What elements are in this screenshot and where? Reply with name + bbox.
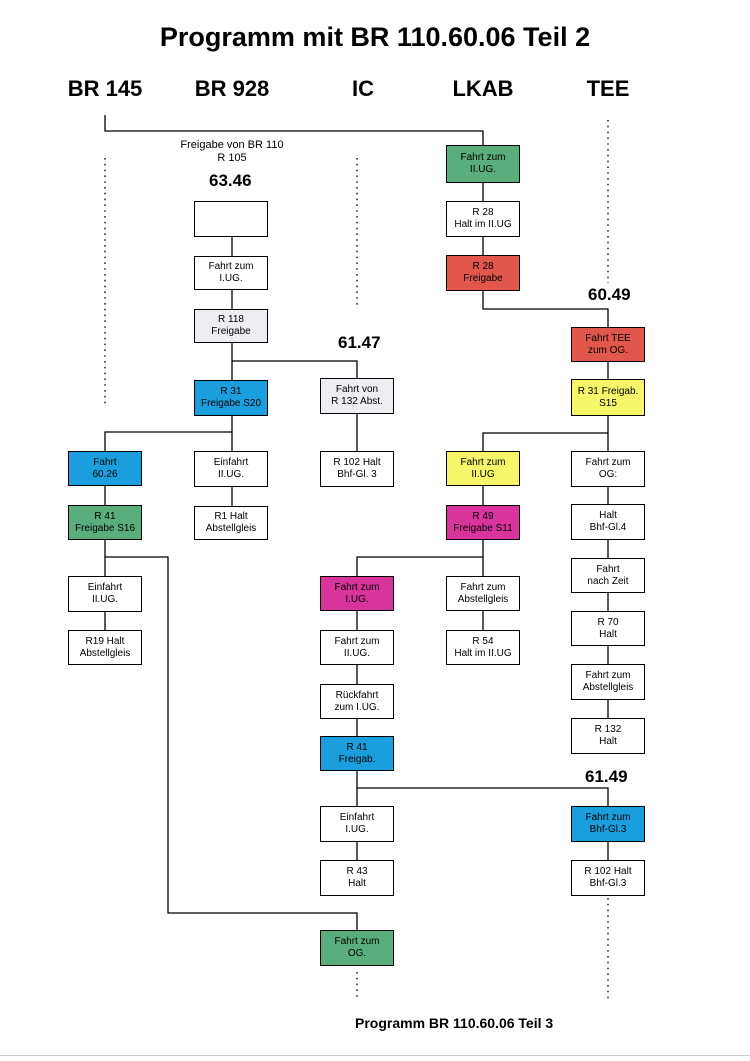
box-928-empty (194, 201, 268, 237)
box-tee-halt-gl4: Halt Bhf-Gl.4 (571, 504, 645, 540)
column-header-tee: TEE (586, 76, 630, 101)
box-928-fahrt-iug: Fahrt zum I.UG. (194, 256, 268, 290)
box-928-r1: R1 Halt Abstellgleis (194, 506, 268, 540)
box-lkab-fahrt-abstellgleis: Fahrt zum Abstellgleis (446, 576, 520, 611)
box-lkab-r49: R 49 Freigabe S11 (446, 505, 520, 540)
box-ic-r102: R 102 Halt Bhf-Gl. 3 (320, 451, 394, 487)
box-lkab-r28-halt: R 28 Halt im II.UG (446, 201, 520, 237)
footer-next-part: Programm BR 110.60.06 Teil 3 (355, 1015, 554, 1031)
box-lkab-fahrt-iiug: Fahrt zum II.UG. (446, 145, 520, 183)
release-note: Freigabe von BR 110 R 105 (152, 139, 312, 165)
number-61-49: 61.49 (585, 767, 628, 786)
box-lkab-r54: R 54 Halt im II.UG (446, 630, 520, 665)
box-tee-r132: R 132 Halt (571, 718, 645, 754)
box-928-r31: R 31 Freigabe S20 (194, 380, 268, 416)
release-note-line1: Freigabe von BR 110 (180, 139, 284, 151)
box-tee-r102: R 102 Halt Bhf-Gl.3 (571, 860, 645, 896)
number-63-46: 63.46 (209, 171, 252, 190)
page-title: Programm mit BR 110.60.06 Teil 2 (159, 22, 591, 52)
box-145-r19: R19 Halt Abstellgleis (68, 630, 142, 665)
box-ic-fahrt-iug: Fahrt zum I.UG. (320, 576, 394, 611)
box-lkab-r28-freigabe: R 28 Freigabe (446, 255, 520, 291)
bottom-divider (0, 1055, 750, 1056)
box-tee-fahrt-zeit: Fahrt nach Zeit (571, 558, 645, 593)
column-header-br145: BR 145 (67, 76, 143, 101)
box-tee-fahrt-abstellgleis: Fahrt zum Abstellgleis (571, 664, 645, 700)
box-ic-fahrt-von: Fahrt von R 132 Abst. (320, 378, 394, 414)
box-ic-einfahrt: Einfahrt I.UG. (320, 806, 394, 842)
connector-start (104, 115, 484, 145)
release-note-line2: R 105 (217, 152, 247, 164)
number-61-47: 61.47 (338, 333, 381, 352)
box-ic-rueckfahrt: Rückfahrt zum I.UG. (320, 684, 394, 719)
box-tee-r70: R 70 Halt (571, 611, 645, 646)
box-ic-fahrt-og: Fahrt zum OG. (320, 930, 394, 966)
box-ic-r41: R 41 Freigab. (320, 736, 394, 771)
box-ic-fahrt-iiug: Fahrt zum II.UG. (320, 630, 394, 665)
box-tee-fahrt-gl3: Fahrt zum Bhf-Gl.3 (571, 806, 645, 842)
box-tee-fahrt-og: Fahrt zum OG: (571, 451, 645, 487)
box-tee-r31: R 31 Freigab. S15 (571, 379, 645, 416)
column-header-br928: BR 928 (194, 76, 270, 101)
box-145-fahrt: Fahrt 60.26 (68, 451, 142, 486)
column-header-ic: IC (352, 76, 374, 101)
number-60-49: 60.49 (588, 285, 631, 304)
box-145-r41: R 41 Freigabe S16 (68, 505, 142, 540)
box-lkab-fahrt-iiug-2: Fahrt zum II.UG (446, 451, 520, 486)
box-928-einfahrt: Einfahrt II.UG. (194, 451, 268, 487)
box-928-r118: R 118 Freigabe (194, 309, 268, 343)
box-ic-r43: R 43 Halt (320, 860, 394, 896)
column-header-lkab: LKAB (452, 76, 514, 101)
box-tee-fahrt-tee: Fahrt TEE zum OG. (571, 327, 645, 362)
box-145-einfahrt: Einfahrt II.UG. (68, 576, 142, 612)
